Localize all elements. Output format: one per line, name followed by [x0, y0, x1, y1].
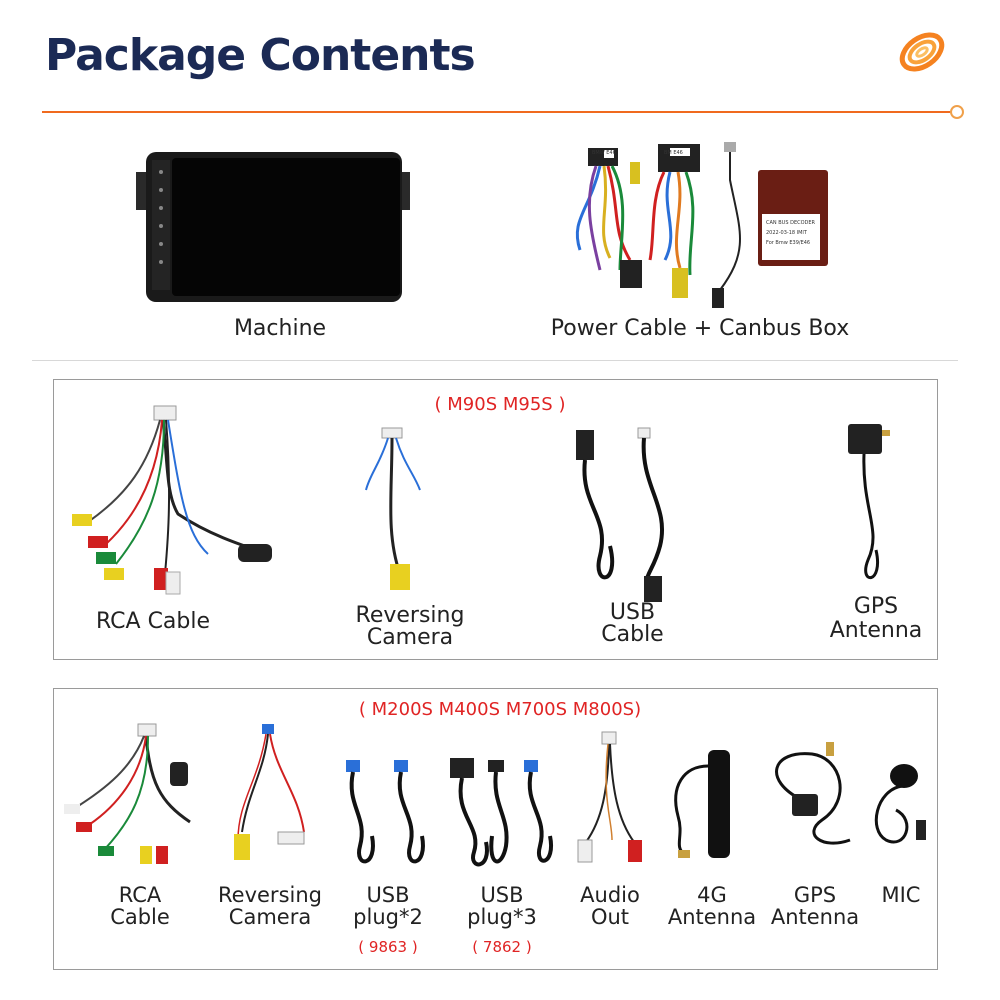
g2-audio-out-line1: Audio: [580, 883, 640, 907]
g2-gps-antenna-image: [775, 742, 851, 845]
power-cable-label: Power Cable + Canbus Box: [550, 316, 850, 341]
group1-panel: [53, 379, 938, 660]
g2-reversing-camera-line2: Camera: [228, 905, 312, 929]
plug-label-right: BM E46: [664, 150, 683, 156]
g2-4g-antenna-image: [674, 750, 730, 858]
g1-reversing-camera-line2: Camera: [366, 625, 454, 650]
g2-gps-antenna-line2: Antenna: [770, 905, 860, 929]
g2-4g-antenna-line1: 4G: [697, 883, 727, 907]
header-divider: [42, 111, 954, 113]
g1-gps-antenna-line2: Antenna: [829, 618, 923, 643]
g2-usb-plug3-code: ( 7862 ): [472, 938, 532, 956]
gps-antenna-image: [848, 424, 890, 579]
canbus-label-line2: 2022-03-18 IMIT: [766, 230, 807, 236]
power-cable-image: [575, 142, 741, 308]
machine-label: Machine: [233, 316, 327, 341]
group1-models: ( M90S M95S ): [434, 394, 566, 415]
rca-cable-image: [72, 405, 272, 595]
machine-image: [136, 152, 410, 302]
g2-mic-image: [874, 764, 926, 844]
brand-logo-icon: [899, 32, 945, 72]
g2-mic-label: MIC: [881, 883, 921, 907]
usb-cable-image: [576, 427, 665, 602]
g2-rca-cable-image: [64, 723, 191, 864]
g2-usb-plug2-line2: plug*2: [353, 905, 423, 929]
g2-usb-plug2-line1: USB: [366, 883, 410, 907]
g1-reversing-camera-line1: Reversing: [355, 603, 465, 628]
g2-reversing-camera-line1: Reversing: [218, 883, 322, 907]
g2-usb-plug2-code: ( 9863 ): [358, 938, 418, 956]
section-separator: [32, 360, 958, 361]
g1-usb-cable-line2: Cable: [601, 622, 664, 647]
group2-models: ( M200S M400S M700S M800S): [358, 699, 642, 720]
plug-label-left: BMW E46: [592, 150, 616, 156]
g2-gps-antenna-line1: GPS: [793, 883, 837, 907]
reversing-camera-image: [365, 427, 421, 590]
canbus-box-image: [758, 170, 828, 266]
g2-usb-plug3-line1: USB: [480, 883, 524, 907]
g2-rca-cable-line1: RCA: [118, 883, 162, 907]
divider-end-dot: [950, 105, 964, 119]
g1-gps-antenna-line1: GPS: [853, 594, 899, 619]
canbus-label-line1: CAN BUS DECODER: [766, 220, 816, 226]
page-title: Package Contents: [45, 30, 476, 81]
g2-4g-antenna-line2: Antenna: [667, 905, 757, 929]
g2-reversing-camera-image: [234, 724, 305, 860]
g2-usb-plug-3-image: [450, 758, 554, 867]
g2-usb-plug-2-image: [346, 760, 425, 864]
group2-panel: [53, 688, 938, 970]
canbus-label-line3: For Bmw E39/E46: [766, 240, 811, 246]
g1-rca-cable-label: RCA Cable: [95, 609, 211, 634]
g2-usb-plug3-line2: plug*3: [467, 905, 537, 929]
g1-usb-cable-line1: USB: [609, 600, 656, 625]
g2-audio-out-line2: Out: [590, 905, 630, 929]
g2-audio-out-image: [577, 731, 642, 863]
g2-rca-cable-line2: Cable: [110, 905, 170, 929]
